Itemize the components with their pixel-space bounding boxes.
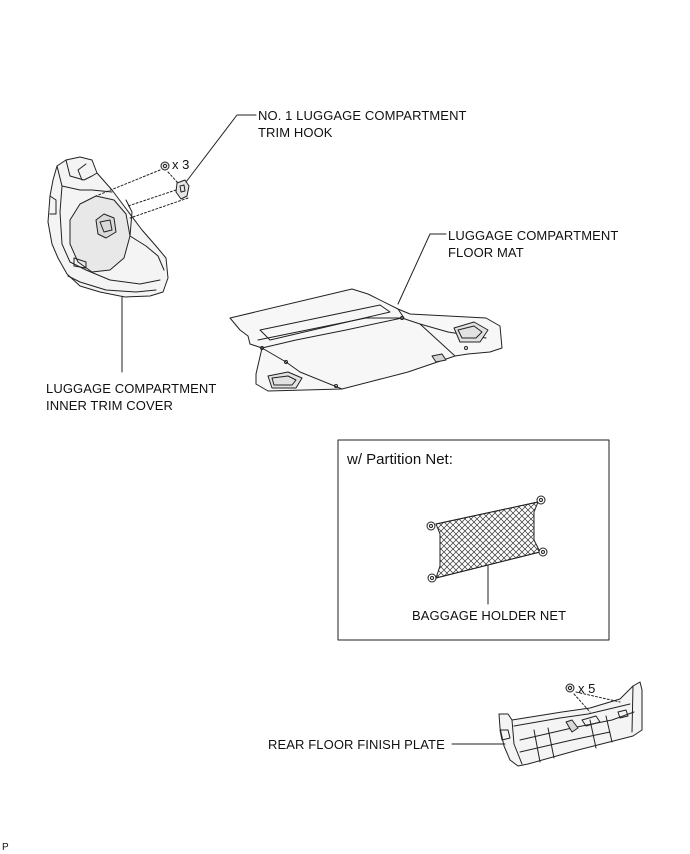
clip-icon — [160, 161, 170, 171]
inner-trim-cover-part — [47, 156, 169, 298]
clip-icon — [565, 683, 575, 693]
rear-plate-label: REAR FLOOR FINISH PLATE — [268, 737, 445, 752]
corner-code: P — [2, 842, 9, 853]
inset-title: w/ Partition Net: — [347, 451, 453, 468]
floor-mat-label: LUGGAGE COMPARTMENT FLOOR MAT — [448, 228, 619, 260]
trim-cover-clip-quantity: x 3 — [172, 157, 190, 172]
rear-floor-finish-plate-part — [498, 681, 643, 767]
baggage-net-label: BAGGAGE HOLDER NET — [412, 608, 567, 623]
trim-hook-part — [175, 179, 190, 200]
floor-mat-part — [229, 288, 503, 392]
partition-net-inset — [337, 439, 610, 641]
inner-trim-cover-label: LUGGAGE COMPARTMENT INNER TRIM COVER — [46, 381, 217, 413]
rear-plate-clip-quantity: x 5 — [578, 681, 596, 696]
trim-hook-label: NO. 1 LUGGAGE COMPARTMENT TRIM HOOK — [258, 108, 467, 140]
baggage-holder-net-part — [426, 495, 548, 583]
